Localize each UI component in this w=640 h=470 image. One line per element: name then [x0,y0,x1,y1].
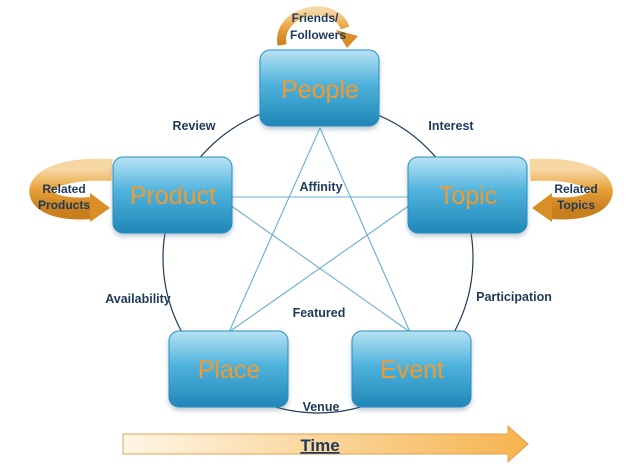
time-arrow: Time [122,424,529,464]
node-label-place: Place [198,356,261,384]
related-topics-arrow [529,158,613,222]
star-lines [228,127,411,333]
star-line-topic-place [228,204,411,333]
related-topics-label-line1: Related [554,182,597,196]
node-event: Event [351,330,472,408]
related-products-arrow [29,158,113,222]
node-people: People [259,49,380,127]
relation-review: Review [172,119,215,133]
relation-featured: Featured [293,306,346,320]
relation-interest: Interest [428,119,474,133]
related-products-label-line1: Related [42,182,85,196]
time-label: Time [300,436,339,455]
node-product: Product [112,156,233,234]
node-label-product: Product [130,182,216,210]
star-line-people-place [228,127,321,333]
relation-venue: Venue [303,400,340,414]
relation-affinity: Affinity [299,180,342,194]
star-line-people-event [319,127,411,333]
node-topic: Topic [407,156,528,234]
relation-participation: Participation [476,290,552,304]
node-label-event: Event [380,356,444,384]
friends-loop-label-line1: Friends/ [292,11,339,25]
relation-availability: Availability [105,292,171,306]
node-label-people: People [281,76,359,104]
node-label-topic: Topic [439,182,497,210]
friends-loop-arrow [277,6,358,48]
related-products-label-line2: Products [38,198,90,212]
node-place: Place [168,330,289,408]
friends-loop-label-line2: Followers [290,28,346,42]
related-topics-label-line2: Topics [557,198,595,212]
